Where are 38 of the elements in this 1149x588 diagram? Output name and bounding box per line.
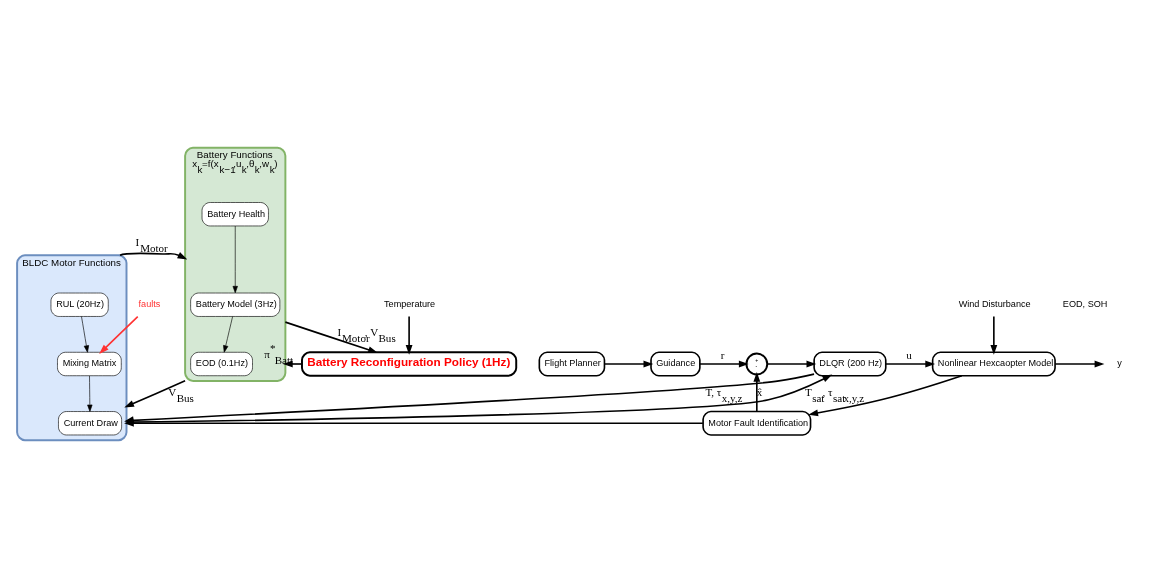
arrow bbox=[87, 375, 93, 412]
node-box: RUL (20Hz) bbox=[50, 292, 109, 317]
arrow bbox=[81, 316, 89, 353]
arrow bbox=[603, 360, 654, 368]
node-text: Temperature bbox=[384, 299, 436, 310]
node-box: Flight Planner bbox=[538, 351, 606, 377]
node-box: DLQR (200 Hz) bbox=[813, 351, 887, 377]
node-box: Battery Model (3Hz) bbox=[190, 292, 281, 317]
arrow bbox=[405, 315, 413, 355]
node-box: Battery Reconfiguration Policy (1Hz) bbox=[301, 351, 518, 377]
arrow bbox=[885, 360, 936, 368]
arrow bbox=[99, 315, 139, 354]
arrow bbox=[990, 315, 998, 355]
arrow bbox=[753, 372, 761, 413]
node-text: faults bbox=[138, 299, 161, 310]
arrow bbox=[284, 321, 378, 354]
edge-label: u bbox=[906, 348, 912, 361]
node-box: Mixing Matrix bbox=[57, 351, 122, 377]
node-box: Guidance bbox=[650, 351, 701, 377]
label: EOD, SOH bbox=[1062, 299, 1108, 310]
node-box: Current Draw bbox=[58, 411, 122, 436]
node-box: Motor Fault Identification bbox=[702, 410, 812, 436]
node-text: Wind Disturbance bbox=[958, 299, 1031, 310]
arrow bbox=[124, 379, 186, 408]
edge-label: x̂ bbox=[756, 386, 763, 399]
node-text: y bbox=[1117, 358, 1122, 369]
arrow bbox=[766, 360, 817, 368]
arrow bbox=[1054, 360, 1105, 368]
node-box: Nonlinear Hexcaopter Model bbox=[931, 351, 1056, 377]
arrow bbox=[699, 360, 749, 368]
arrow bbox=[223, 316, 233, 353]
node-box: Battery Health bbox=[201, 202, 269, 227]
arrow bbox=[124, 419, 704, 427]
arrow bbox=[119, 252, 188, 260]
arrow bbox=[808, 374, 963, 417]
edge-label: r bbox=[720, 348, 725, 361]
node-box: EOD (0.1Hz) bbox=[190, 351, 253, 377]
arrow bbox=[232, 225, 238, 294]
